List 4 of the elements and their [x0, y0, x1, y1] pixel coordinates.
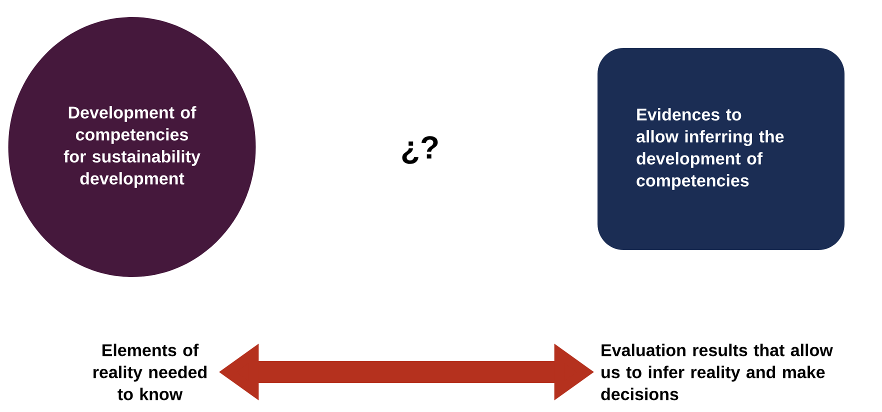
text: Elements of reality needed to know [93, 344, 206, 400]
text: Evaluation results that allow us to infer reality and make decisions [601, 344, 833, 400]
rounded-box: Evidences to allow inferring the development of competencies [598, 48, 845, 250]
question-mark: ¿? [402, 136, 438, 164]
